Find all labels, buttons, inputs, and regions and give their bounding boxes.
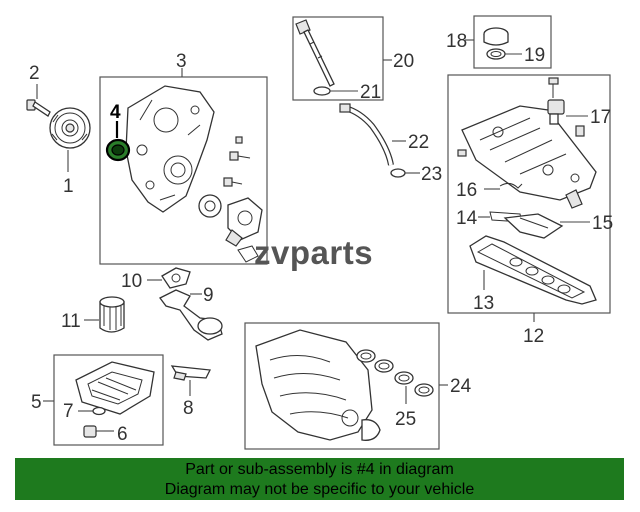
sensor-bolt[interactable] xyxy=(548,77,559,98)
callout-17: 17 xyxy=(590,107,611,128)
oil-pan-group-box xyxy=(53,354,164,446)
dipstick-guide-tube[interactable] xyxy=(339,103,394,166)
callout-7: 7 xyxy=(63,401,74,422)
oil-dipstick-group-box xyxy=(292,16,384,101)
oil-strainer-gasket[interactable] xyxy=(161,267,191,289)
callout-9: 9 xyxy=(203,285,214,306)
oil-filler-cap-group-box xyxy=(473,15,552,69)
callout-10: 10 xyxy=(121,271,142,292)
callout-11: 11 xyxy=(61,311,81,332)
callout-22: 22 xyxy=(408,132,429,153)
callout-23: 23 xyxy=(421,164,442,185)
watermark-logo: zvparts xyxy=(254,234,374,271)
water-pump[interactable] xyxy=(225,197,263,247)
oil-filler-cap[interactable] xyxy=(483,27,509,46)
oil-drain-plug[interactable] xyxy=(83,425,104,438)
water-pump-pulley[interactable] xyxy=(198,194,222,218)
callout-6: 6 xyxy=(117,424,128,445)
intake-manifold[interactable] xyxy=(255,329,381,441)
guide-tube-o-ring[interactable] xyxy=(390,168,406,178)
oil-pan[interactable] xyxy=(75,361,155,415)
crankshaft-pulley[interactable] xyxy=(49,107,91,149)
callout-4: 4 xyxy=(110,102,121,123)
callout-12: 12 xyxy=(523,326,544,347)
front-crankshaft-seal-highlighted[interactable] xyxy=(105,138,131,162)
drain-plug-gasket[interactable] xyxy=(92,406,106,416)
valve-cover-group-box xyxy=(447,74,611,314)
spark-plug-tube-seal[interactable] xyxy=(489,211,564,239)
camshaft-position-sensor[interactable] xyxy=(547,99,585,137)
filler-cap-gasket[interactable] xyxy=(486,48,506,60)
pcv-hose[interactable] xyxy=(499,182,523,189)
oil-level-dipstick[interactable] xyxy=(295,19,335,87)
timing-chain-cover[interactable] xyxy=(125,85,215,213)
callout-5: 5 xyxy=(31,392,42,413)
callout-2: 2 xyxy=(29,63,40,84)
callout-21: 21 xyxy=(360,82,381,103)
cover-bolts[interactable] xyxy=(223,136,251,187)
oil-baffle[interactable] xyxy=(170,365,212,381)
dipstick-o-ring[interactable] xyxy=(313,86,331,96)
callout-13: 13 xyxy=(473,293,494,314)
timing-cover-group-box xyxy=(99,76,268,265)
valve-cover-gasket[interactable] xyxy=(469,235,597,305)
callout-24: 24 xyxy=(450,376,472,397)
intake-manifold-gaskets[interactable] xyxy=(356,349,434,397)
callout-19: 19 xyxy=(524,45,545,66)
callout-20: 20 xyxy=(393,51,414,72)
footer-line-1: Part or sub-assembly is #4 in diagram xyxy=(185,461,454,478)
footer-line-2: Diagram may not be specific to your vehi… xyxy=(164,481,475,498)
pcv-valve[interactable] xyxy=(565,189,583,209)
footer-notice-banner: Part or sub-assembly is #4 in diagram Di… xyxy=(15,458,624,500)
callout-15: 15 xyxy=(592,213,613,234)
callout-14: 14 xyxy=(456,208,478,229)
callout-25: 25 xyxy=(395,409,416,430)
intake-manifold-group-box xyxy=(244,322,440,450)
oil-strainer[interactable] xyxy=(159,289,223,341)
callout-3: 3 xyxy=(176,51,187,72)
pulley-bolt[interactable] xyxy=(26,99,51,117)
callout-16: 16 xyxy=(456,180,477,201)
callout-18: 18 xyxy=(446,31,467,52)
pump-gasket[interactable] xyxy=(237,245,259,263)
oil-filter[interactable] xyxy=(99,296,125,333)
cylinder-head-cover[interactable] xyxy=(457,105,597,201)
callout-1: 1 xyxy=(63,176,74,197)
callout-8: 8 xyxy=(183,398,194,419)
